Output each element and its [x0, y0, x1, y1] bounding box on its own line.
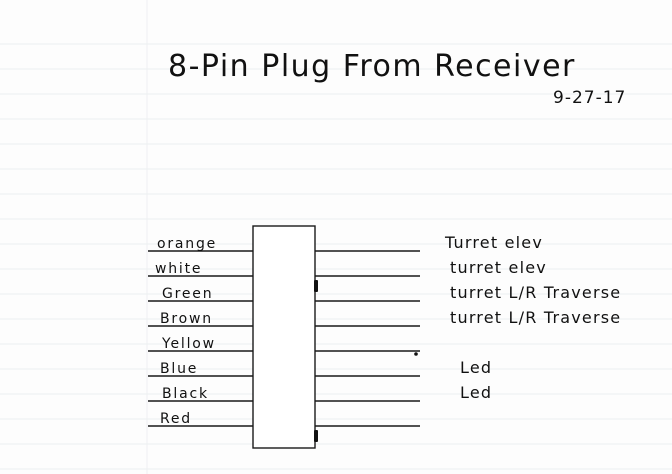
pin-dot-mark: [414, 352, 418, 356]
wire-function-label: turret L/R Traverse: [450, 308, 621, 327]
wire-function-label: Turret elev: [444, 233, 543, 252]
date-label: 9-27-17: [553, 88, 626, 108]
wire-color-label: Green: [162, 286, 213, 302]
wire-color-label: white: [155, 261, 202, 277]
wire-color-label: orange: [157, 236, 217, 252]
plug-notch-mark: [314, 430, 318, 442]
wire-color-label: Blue: [160, 361, 198, 377]
wire-function-label: turret L/R Traverse: [450, 283, 621, 302]
wire-color-label: Black: [162, 386, 209, 402]
pin-mark-group: [414, 352, 418, 356]
function-label-group: Turret elev turret elev turret L/R Travers…: [444, 233, 621, 402]
plug-connector-body: [252, 225, 316, 449]
ruled-lines: [0, 43, 672, 470]
plug-notch-group: [314, 280, 318, 442]
wire-color-label: Red: [160, 411, 192, 427]
diagram-title: 8-Pin Plug From Receiver: [168, 49, 576, 84]
wire-function-label: Led: [460, 383, 492, 402]
plug-notch-mark: [314, 280, 318, 292]
wire-color-label: Yellow: [161, 336, 216, 352]
right-wire-group: [315, 250, 420, 427]
left-wire-group: [148, 250, 253, 427]
wire-color-label: Brown: [160, 311, 213, 327]
wire-function-label: turret elev: [450, 258, 547, 277]
wire-function-label: Led: [460, 358, 492, 377]
